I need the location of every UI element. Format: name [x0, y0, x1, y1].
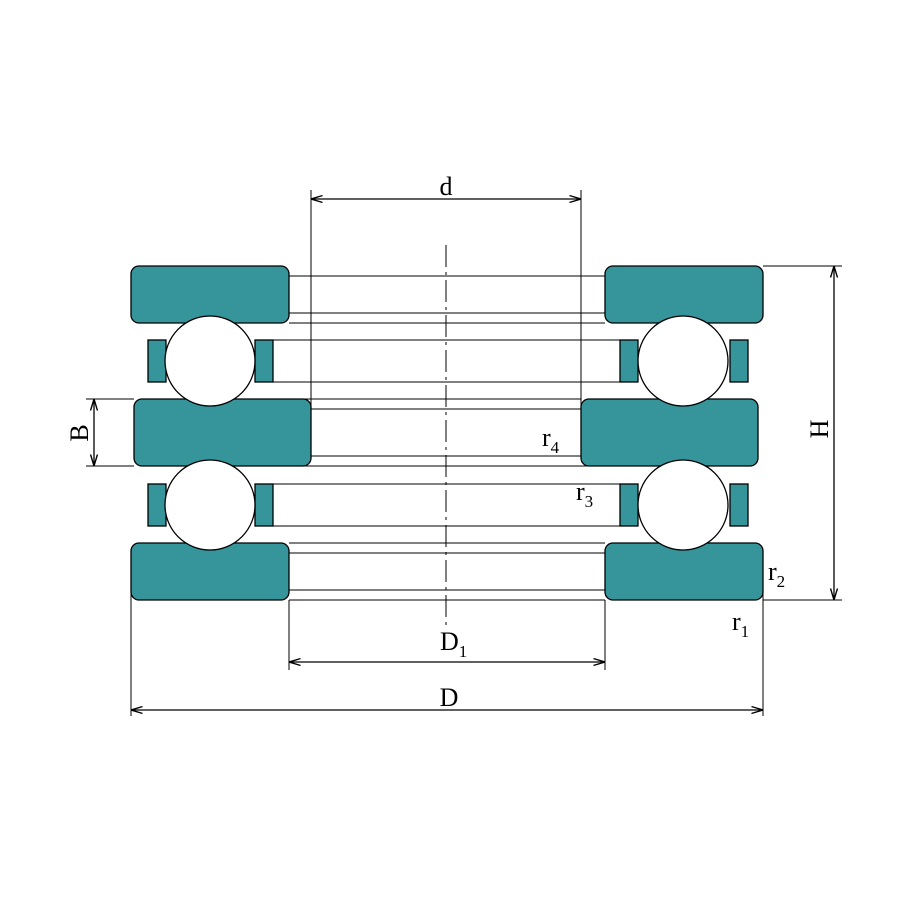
- label-d1-subscript: 1: [459, 642, 468, 661]
- label-r4: r: [542, 423, 551, 452]
- label-d: d: [440, 172, 453, 201]
- svg-text:D1: D1: [440, 627, 467, 661]
- ball-upper-left: [164, 315, 256, 407]
- top-right-housing-washer: [604, 265, 764, 324]
- label-r3: r: [576, 477, 585, 506]
- ball-upper-right: [637, 315, 729, 407]
- dimension-d1: D1: [288, 600, 606, 670]
- label-r3-subscript: 3: [585, 492, 594, 511]
- ball-lower-left: [164, 459, 256, 551]
- middle-left-shaft-washer: [133, 398, 312, 467]
- bottom-left-housing-washer: [130, 542, 290, 601]
- dimension-outer-d: D: [130, 585, 764, 716]
- label-r4-subscript: 4: [551, 438, 560, 457]
- cage-lower-left-outer: [147, 483, 167, 527]
- cage-lower-left-inner: [254, 483, 274, 527]
- label-h: H: [805, 419, 834, 438]
- svg-text:r4: r4: [542, 423, 560, 457]
- label-outer-d: D: [440, 683, 459, 712]
- dimension-h: H: [763, 265, 842, 601]
- cage-lower-right-outer: [729, 483, 749, 527]
- svg-text:d: d: [440, 172, 453, 201]
- label-d1: D: [440, 627, 459, 656]
- washers: [130, 265, 764, 601]
- balls: [164, 315, 729, 551]
- cage-upper-right-inner: [619, 339, 639, 383]
- label-r1-subscript: 1: [741, 622, 750, 641]
- dimension-d: d: [310, 172, 582, 409]
- svg-text:r3: r3: [576, 477, 593, 511]
- svg-text:r1: r1: [732, 607, 749, 641]
- svg-text:H: H: [805, 419, 834, 438]
- middle-right-shaft-washer: [580, 398, 759, 467]
- cage-upper-right-outer: [729, 339, 749, 383]
- label-b: B: [65, 424, 94, 441]
- svg-text:r2: r2: [768, 557, 785, 591]
- ball-lower-right: [637, 459, 729, 551]
- cages: [147, 339, 749, 527]
- bottom-right-housing-washer: [604, 542, 764, 601]
- top-left-housing-washer: [130, 265, 290, 324]
- label-r1: r: [732, 607, 741, 636]
- label-r2-subscript: 2: [777, 572, 786, 591]
- cage-lower-right-inner: [619, 483, 639, 527]
- svg-text:D: D: [440, 683, 459, 712]
- svg-text:B: B: [65, 424, 94, 441]
- cage-upper-left-inner: [254, 339, 274, 383]
- label-r2: r: [768, 557, 777, 586]
- cage-upper-left-outer: [147, 339, 167, 383]
- dimension-b: B: [65, 398, 134, 467]
